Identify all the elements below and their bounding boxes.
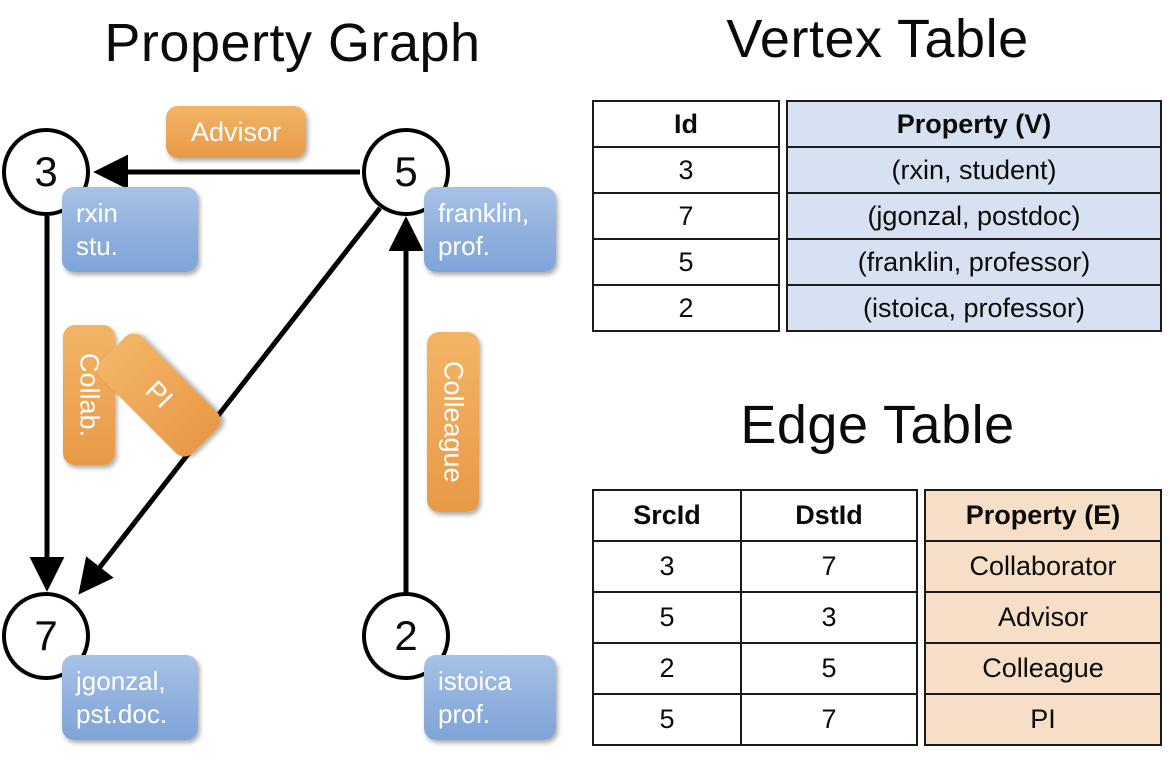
vertex-cell-property: (franklin, professor) [786,238,1162,286]
vertex-cell-property: (istoica, professor) [786,284,1162,332]
page-title-vertex-table: Vertex Table [726,9,1029,69]
edge-label-advisor-text: Advisor [190,116,282,147]
edge-header-srcid: SrcId [592,489,742,542]
column-gap [917,694,925,745]
property-graph-diagram: 3 5 7 2 rxin stu. franklin, prof. jgonza… [2,106,556,740]
vertex-cell-property: (rxin, student) [786,146,1162,194]
table-row[interactable]: 3 7 Collaborator [592,540,1162,593]
edge-cell-src: 5 [592,591,742,644]
edge-cell-property: Colleague [924,642,1162,695]
table-row[interactable]: 5 3 Advisor [592,591,1162,644]
graph-node-3-label: 3 [34,148,58,195]
edge-cell-src: 3 [592,540,742,593]
column-gap [779,239,787,285]
edge-cell-dst: 7 [740,540,918,593]
vertex-cell-id: 2 [592,284,780,332]
page-title-edge-table: Edge Table [740,395,1015,455]
node-property-line-1: istoica [438,666,512,696]
vertex-header-id: Id [592,100,780,148]
node-property-line-2: prof. [438,699,491,730]
graph-node-2-label: 2 [394,612,418,659]
table-row[interactable]: 2 5 Colleague [592,642,1162,695]
graph-node-5[interactable]: 5 [362,128,450,216]
graph-edge-lines [29,154,424,600]
edge-line-5-to-7 [78,206,382,595]
edge-cell-src: 2 [592,642,742,695]
table-row[interactable]: 5 (franklin, professor) [592,238,1162,286]
column-gap [779,147,787,193]
table-header-row: SrcId DstId Property (E) [592,489,1162,542]
table-row[interactable]: 5 7 PI [592,693,1162,746]
edge-cell-property: Collaborator [924,540,1162,593]
node-property-box-rxin[interactable]: rxin stu. [62,187,198,272]
edge-cell-dst: 5 [740,642,918,695]
vertex-cell-id: 7 [592,192,780,240]
vertex-cell-id: 5 [592,238,780,286]
vertex-cell-property: (jgonzal, postdoc) [786,192,1162,240]
column-gap [779,193,787,239]
column-gap [779,101,787,147]
table-row[interactable]: 7 (jgonzal, postdoc) [592,192,1162,240]
node-property-line-1: rxin [76,198,118,228]
column-gap [917,490,925,541]
node-property-line-2: stu. [76,231,118,262]
column-gap [917,541,925,592]
edge-label-colleague[interactable]: Colleague [427,332,479,512]
node-property-line-2: prof. [438,231,491,262]
column-gap [917,592,925,643]
node-property-line-1: franklin, [438,198,530,228]
node-property-line-1: jgonzal, [76,666,166,696]
edge-cell-src: 5 [592,693,742,746]
edge-header-property: Property (E) [924,489,1162,542]
edge-cell-dst: 7 [740,693,918,746]
edge-label-collab[interactable]: Collab. [63,325,115,465]
vertex-table: Id Property (V) 3 (rxin, student) 7 (jgo… [592,100,1162,332]
page-title-property-graph: Property Graph [104,13,481,73]
vertex-header-property: Property (V) [786,100,1162,148]
node-property-line-2: pst.doc. [76,699,168,730]
edge-table: SrcId DstId Property (E) 3 7 Collaborato… [592,489,1162,746]
edge-label-advisor[interactable]: Advisor [166,106,306,158]
vertex-cell-id: 3 [592,146,780,194]
table-row[interactable]: 3 (rxin, student) [592,146,1162,194]
edge-label-pi-text: PI [139,375,179,415]
graph-node-7-label: 7 [34,612,58,659]
edge-header-dstid: DstId [740,489,918,542]
node-property-box-jgonzal[interactable]: jgonzal, pst.doc. [62,655,198,740]
column-gap [779,285,787,331]
column-gap [917,643,925,694]
edge-label-colleague-text: Colleague [438,361,469,483]
table-row[interactable]: 2 (istoica, professor) [592,284,1162,332]
table-header-row: Id Property (V) [592,100,1162,148]
edge-cell-property: Advisor [924,591,1162,644]
graph-node-2[interactable]: 2 [362,592,450,680]
edge-cell-property: PI [924,693,1162,746]
node-property-box-franklin[interactable]: franklin, prof. [424,187,556,272]
edge-cell-dst: 3 [740,591,918,644]
node-property-box-istoica[interactable]: istoica prof. [424,655,556,740]
graph-node-5-label: 5 [394,148,418,195]
